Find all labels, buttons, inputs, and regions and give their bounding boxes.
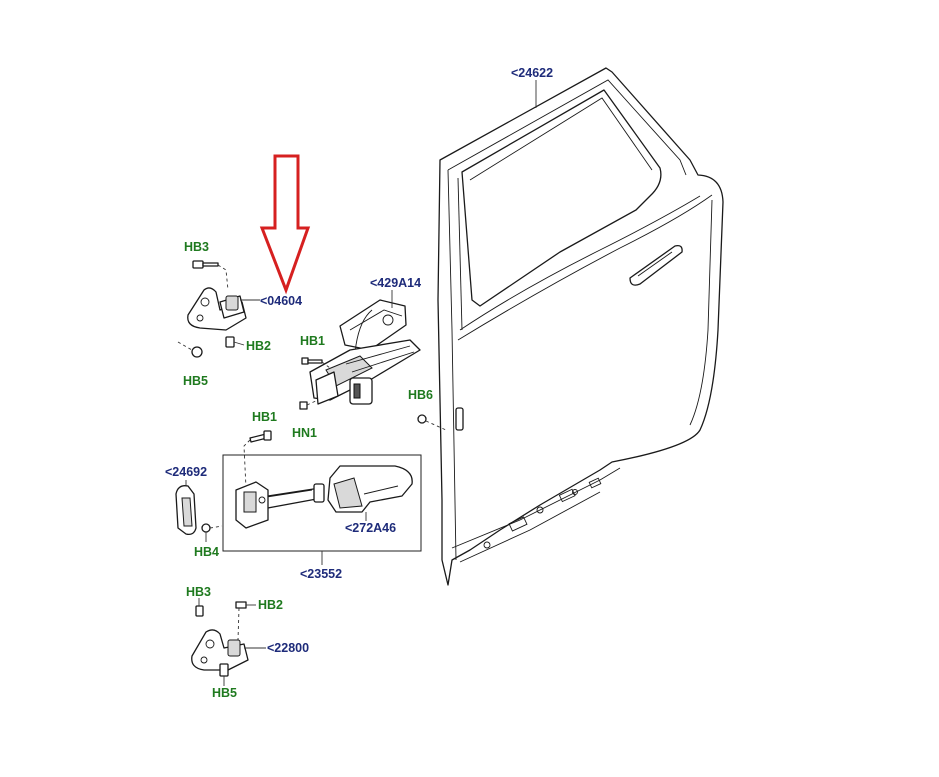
lower-hinge <box>191 598 266 686</box>
upper-hinge-hb2-label: HB2 <box>246 339 271 353</box>
upper-hinge-hb5-label: HB5 <box>183 374 208 388</box>
check-strap-kit-label: <23552 <box>300 567 342 581</box>
trim-plug-label: <24692 <box>165 465 207 479</box>
hb4-label: HB4 <box>194 545 219 559</box>
red-arrow-icon <box>259 154 311 295</box>
latch-label: <429A14 <box>370 276 421 290</box>
lower-hinge-hb3-label: HB3 <box>186 585 211 599</box>
door-latch <box>299 290 421 410</box>
latch-hn1-label: HN1 <box>292 426 317 440</box>
upper-hinge-label: <04604 <box>260 294 302 308</box>
check-strap-kit <box>222 430 422 565</box>
hb6-fastener <box>417 414 447 431</box>
strap-cover-label: <272A46 <box>345 521 396 535</box>
lower-hinge-hb2-label: HB2 <box>258 598 283 612</box>
hb6-label: HB6 <box>408 388 433 402</box>
upper-hinge-hb3-label: HB3 <box>184 240 209 254</box>
lower-hinge-label: <22800 <box>267 641 309 655</box>
strap-hb1-label: HB1 <box>252 410 277 424</box>
upper-hinge <box>177 260 260 358</box>
lower-hinge-hb5-label: HB5 <box>212 686 237 700</box>
trim-plug <box>175 480 223 542</box>
latch-hb1-label: HB1 <box>300 334 325 348</box>
door-shell-label: <24622 <box>511 66 553 80</box>
door-shell <box>437 67 724 586</box>
